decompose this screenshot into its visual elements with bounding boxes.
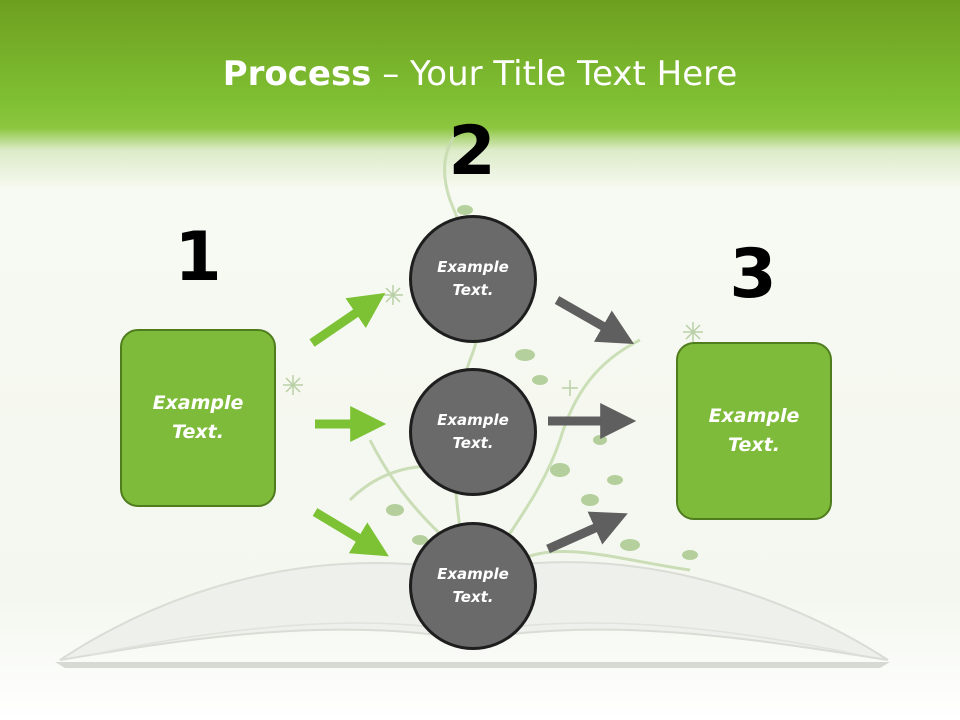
right-box-line2: Text. (728, 434, 780, 456)
step-number-2: 2 (448, 112, 496, 191)
sparkle-icon (283, 285, 703, 396)
step-number-1: 1 (174, 218, 222, 297)
circle-top-line2: Text. (452, 281, 494, 299)
book-right-page (469, 561, 889, 661)
left-box-line2: Text. (172, 421, 224, 443)
title-bold: Process (222, 54, 372, 94)
circle-middle-line2: Text. (452, 434, 494, 452)
circle-bottom-line2: Text. (452, 588, 494, 606)
right-process-box: Example Text. (676, 342, 832, 520)
title-rest: – Your Title Text Here (371, 54, 738, 94)
left-process-box: Example Text. (120, 329, 276, 507)
left-box-line1: Example (152, 392, 244, 414)
circle-bottom: Example Text. (409, 522, 537, 650)
vine-illustration (348, 134, 691, 601)
circle-bottom-line1: Example (437, 565, 509, 583)
circle-middle-line1: Example (437, 411, 509, 429)
circle-top: Example Text. (409, 215, 537, 343)
vine-leaves (386, 205, 698, 560)
right-box-line1: Example (708, 405, 800, 427)
circle-top-line1: Example (437, 258, 509, 276)
step-number-3: 3 (729, 235, 777, 314)
book-shadow (55, 662, 890, 668)
slide-title: Process – Your Title Text Here (0, 52, 960, 96)
circle-middle: Example Text. (409, 368, 537, 496)
